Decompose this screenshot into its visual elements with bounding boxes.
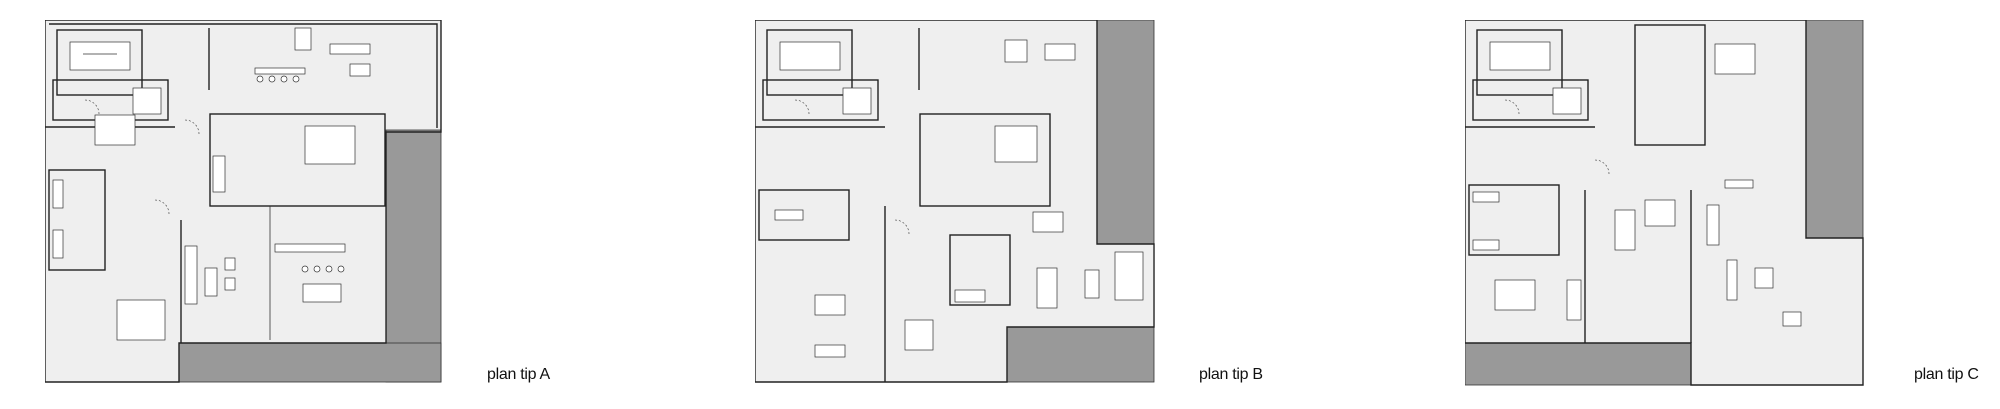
floor-plan-b (755, 20, 1155, 386)
floor-plan-a-drawing (45, 20, 442, 383)
terrace (178, 342, 442, 383)
floor-plan-c-drawing (1465, 20, 1864, 386)
plan-label-c: plan tip C (1914, 366, 1979, 383)
floor-plan-c (1465, 20, 1865, 386)
terrace (1006, 326, 1155, 383)
plan-label-b: plan tip B (1199, 366, 1263, 383)
terrace (1096, 20, 1155, 245)
terrace (1805, 20, 1864, 239)
floor-plan-b-drawing (755, 20, 1155, 383)
terrace (1465, 342, 1692, 386)
floor-plan-a (45, 20, 445, 386)
plan-label-a: plan tip A (487, 366, 550, 383)
